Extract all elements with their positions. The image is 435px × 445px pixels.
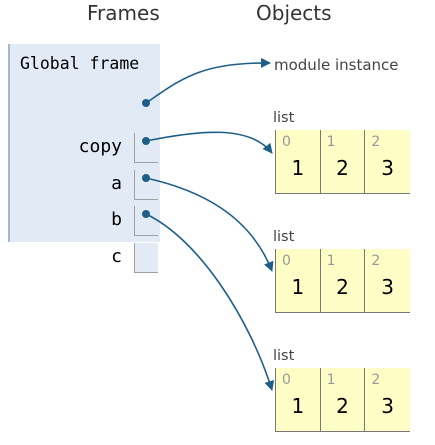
cell-index: 2	[371, 372, 381, 388]
pointer-dot-b	[142, 174, 150, 182]
cell-value: 2	[336, 275, 349, 299]
cell-index: 0	[282, 134, 291, 150]
pointer-dot-a	[142, 137, 150, 145]
cell-index: 1	[326, 253, 336, 269]
module-instance-object: module instance	[274, 56, 399, 74]
list-label: list	[273, 110, 295, 126]
cell-index: 0	[282, 372, 291, 388]
cell-value: 2	[336, 156, 349, 180]
pointer-dot-copy	[142, 99, 150, 107]
cell-value: 1	[291, 394, 305, 418]
variable-name: a	[111, 173, 122, 194]
cell-value: 3	[381, 275, 395, 299]
cell-value: 1	[291, 275, 305, 299]
cell-index: 2	[371, 253, 381, 269]
list-label: list	[273, 229, 295, 245]
cell-value: 2	[336, 394, 349, 418]
cell-value: 3	[381, 156, 395, 180]
variable-name: c	[111, 246, 122, 267]
pointer-dot-c	[142, 210, 150, 218]
arrow-b-to-list-2	[145, 177, 274, 272]
frame-title: Global frame	[20, 54, 140, 73]
variable-name: b	[111, 209, 122, 230]
arrow-c-to-list-3	[145, 213, 275, 391]
cell-index: 1	[326, 134, 336, 150]
arrow-copy-to-module	[145, 57, 271, 104]
cell-value: 1	[291, 156, 305, 180]
cell-value: 3	[381, 394, 395, 418]
list-label: list	[273, 348, 295, 364]
pointer-slot	[134, 243, 158, 273]
cell-index: 1	[326, 372, 336, 388]
frames-header: Frames	[87, 1, 160, 25]
global-frame: Global frame copy a b c	[8, 44, 160, 273]
objects-header: Objects	[256, 1, 332, 25]
arrow-a-to-list-1	[145, 131, 273, 154]
variable-row-c: c	[10, 243, 162, 274]
variable-name: copy	[78, 136, 122, 157]
cell-index: 0	[282, 253, 291, 269]
cell-index: 2	[371, 134, 381, 150]
